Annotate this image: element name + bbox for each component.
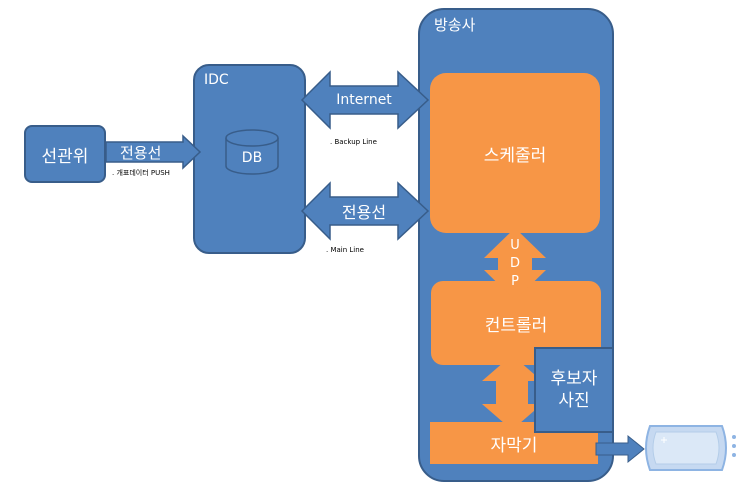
controller-captioner-arrow	[482, 355, 542, 430]
idc-label: IDC	[204, 72, 229, 88]
candidate-photo-box: 후보자 사진	[534, 347, 614, 433]
internet-label: Internet	[336, 92, 392, 108]
main-line-note: . Main Line	[326, 246, 364, 254]
db-label: DB	[241, 150, 263, 166]
backup-line-note: . Backup Line	[330, 138, 377, 146]
output-arrow	[595, 434, 645, 464]
idc-container	[193, 64, 306, 254]
monitor-screen-icon	[645, 425, 736, 471]
scheduler-label: 스케줄러	[483, 145, 547, 166]
internet-arrow	[300, 70, 430, 130]
push-note: . 개표데이터 PUSH	[112, 169, 170, 177]
candidate-photo-label: 후보자 사진	[550, 369, 598, 411]
main-line-arrow	[300, 181, 430, 241]
dedicated-line-arrow-left	[105, 134, 202, 170]
main-line-label: 전용선	[341, 203, 387, 222]
udp-label: U D P	[509, 238, 520, 289]
captioner-label: 자막기	[490, 435, 538, 456]
udp-arrow	[484, 228, 546, 300]
sungwanwi-box: 선관위	[24, 125, 106, 183]
controller-label: 컨트롤러	[484, 315, 548, 336]
dedicated-line-label-left: 전용선	[120, 144, 162, 162]
broadcaster-label: 방송사	[434, 16, 476, 34]
scheduler-box: 스케줄러	[430, 73, 600, 233]
db-cylinder-icon	[225, 129, 279, 175]
sungwanwi-label: 선관위	[41, 146, 89, 167]
